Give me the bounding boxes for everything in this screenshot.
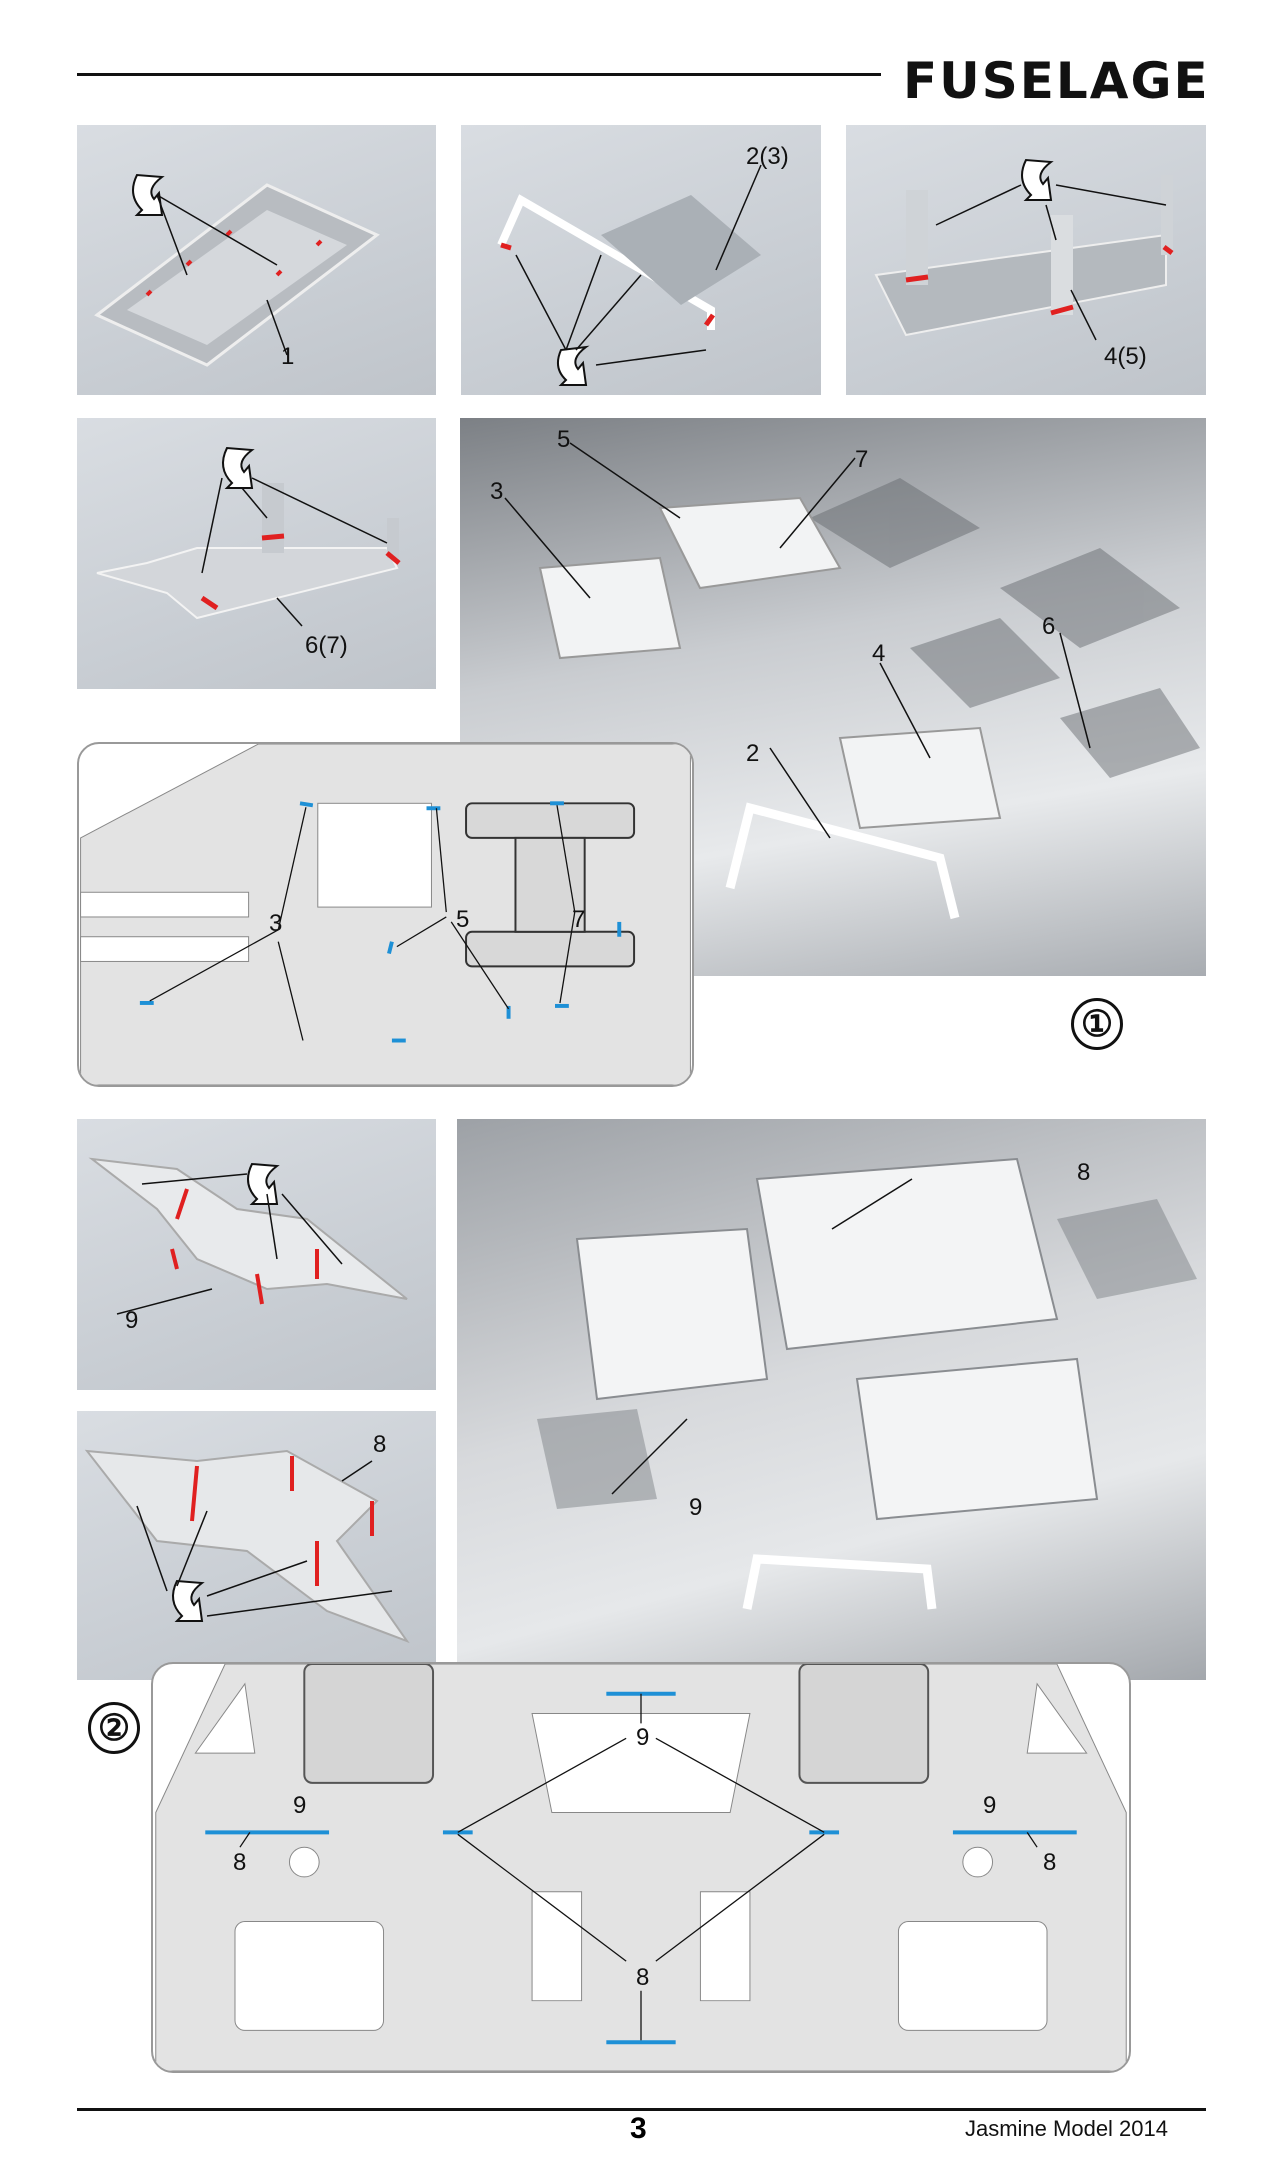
photo-part-1: 1 <box>77 125 436 395</box>
part-label: 3 <box>269 910 283 937</box>
part-label: 7 <box>855 446 869 473</box>
part-label: 5 <box>456 906 470 933</box>
page-number: 3 <box>630 2112 647 2145</box>
photo-part-6-7: 6(7) <box>77 418 436 689</box>
photo-assembly-step-2: 8 9 <box>457 1119 1206 1680</box>
part-label: 9 <box>293 1792 307 1819</box>
diagram-step-1: 3 5 7 <box>77 742 694 1087</box>
part-label: 8 <box>636 1964 650 1991</box>
part-label: 4(5) <box>1104 343 1147 370</box>
part-label: 6(7) <box>305 632 348 659</box>
page-title: FUSELAGE <box>903 52 1210 110</box>
photo-part-2-3: 2(3) <box>461 125 821 395</box>
step-number-2: ② <box>88 1702 140 1754</box>
part-label: 2 <box>746 740 760 767</box>
part-label: 9 <box>125 1307 139 1334</box>
part-label: 8 <box>233 1849 247 1876</box>
diagram-step-2: 9 8 9 9 8 8 8 <box>151 1662 1131 2073</box>
part-label: 5 <box>557 426 571 453</box>
part-label: 1 <box>281 343 295 370</box>
photo-part-9: 9 <box>77 1119 436 1390</box>
part-label: 9 <box>983 1792 997 1819</box>
part-label: 8 <box>373 1431 387 1458</box>
step-number-1: ① <box>1071 998 1123 1050</box>
part-label: 6 <box>1042 613 1056 640</box>
part-label: 2(3) <box>746 143 789 170</box>
part-label: 4 <box>872 640 886 667</box>
part-label: 8 <box>1077 1159 1091 1186</box>
part-label: 3 <box>490 478 504 505</box>
footer-brand: Jasmine Model 2014 <box>964 2116 1168 2141</box>
photo-part-8: 8 <box>77 1411 436 1680</box>
part-label: 9 <box>636 1724 650 1751</box>
header-rule <box>77 73 881 76</box>
photo-part-4-5: 4(5) <box>846 125 1206 395</box>
part-label: 7 <box>572 906 586 933</box>
part-label: 9 <box>689 1494 703 1521</box>
footer-rule <box>77 2108 1206 2111</box>
part-label: 8 <box>1043 1849 1057 1876</box>
